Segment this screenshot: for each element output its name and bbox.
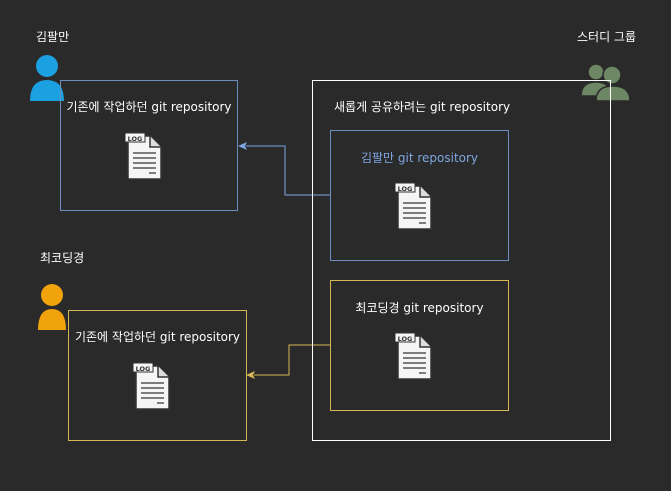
box-title: 최코딩경 git repository — [355, 301, 484, 315]
svg-text:LOG: LOG — [398, 185, 413, 193]
log-document-icon: LOG — [125, 132, 162, 180]
log-document-icon: LOG — [395, 182, 432, 230]
log-document-icon: LOG — [133, 362, 170, 410]
connector-kim — [238, 142, 330, 196]
connector-choi — [246, 344, 330, 379]
box-title: 김팔만 git repository — [360, 151, 479, 165]
choi-local-repository-box: 기존에 작업하던 git repository LOG — [68, 310, 247, 441]
svg-text:LOG: LOG — [128, 135, 143, 143]
box-title: 기존에 작업하던 git repository — [74, 330, 241, 344]
group-icon — [580, 63, 631, 102]
shared-repository-box: 새롭게 공유하려는 git repository — [312, 80, 611, 441]
person-label-choi: 최코딩경 — [40, 251, 85, 265]
shared-box-title: 새롭게 공유하려는 git repository — [334, 100, 511, 114]
user-icon — [30, 55, 64, 101]
shared-choi-repository-box: 최코딩경 git repository LOG — [330, 280, 509, 411]
arrow-head-icon — [238, 142, 247, 150]
kim-local-repository-box: 기존에 작업하던 git repository LOG — [60, 80, 238, 211]
svg-text:LOG: LOG — [136, 365, 151, 373]
person-label-kim: 김팔만 — [36, 30, 70, 44]
shared-kim-repository-box: 김팔만 git repository LOG — [330, 130, 509, 261]
person-label-study-group: 스터디 그룹 — [577, 30, 637, 44]
log-document-icon: LOG — [395, 332, 432, 380]
arrow-head-icon — [246, 371, 255, 379]
box-title: 기존에 작업하던 git repository — [66, 100, 232, 114]
user-icon — [38, 284, 66, 330]
svg-text:LOG: LOG — [398, 335, 413, 343]
